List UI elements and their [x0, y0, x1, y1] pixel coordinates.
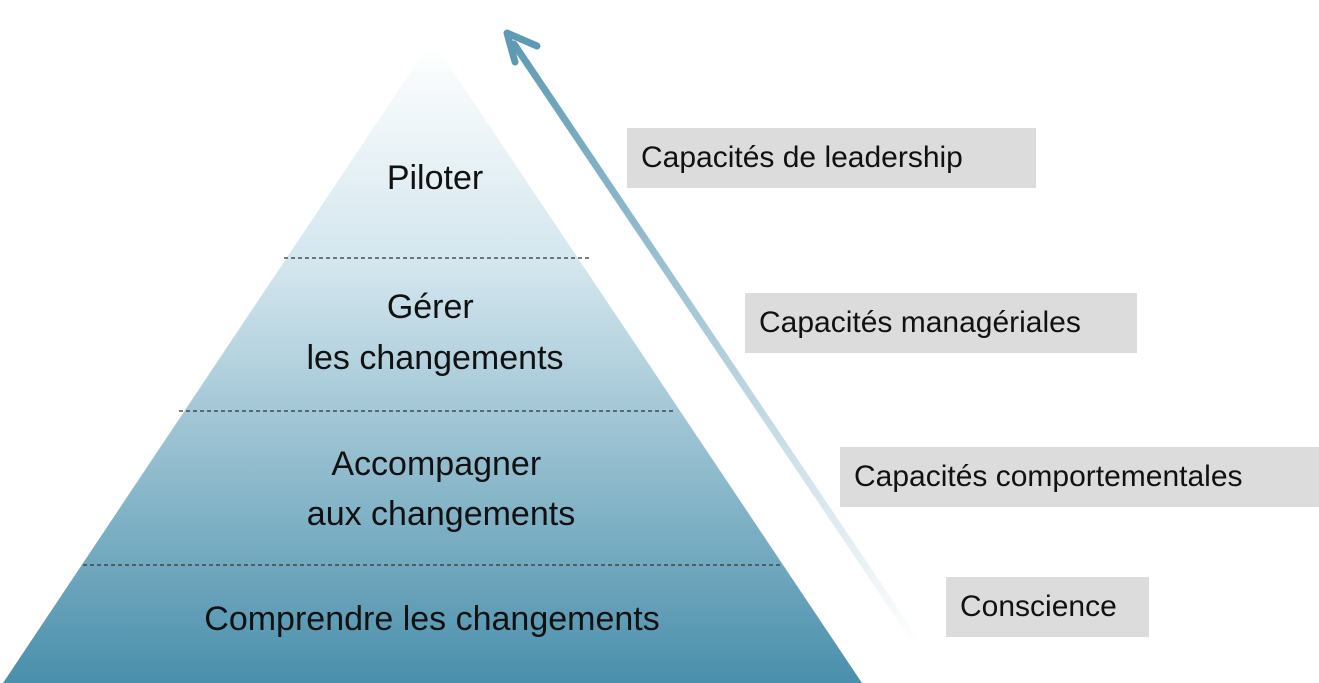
capability-leadership: Capacités de leadership: [627, 128, 1036, 188]
level-label-line: Gérer: [387, 288, 474, 326]
level-label-line: Piloter: [387, 159, 483, 197]
capability-behavioral: Capacités comportementales: [840, 447, 1319, 507]
level-label-line: aux changements: [307, 495, 575, 533]
level-label-accompagner: Accompagner aux changements: [307, 445, 575, 533]
level-label-line: les changements: [306, 339, 563, 377]
level-label-comprendre: Comprendre les changements: [204, 600, 659, 638]
level-label-piloter: Piloter: [387, 159, 483, 197]
progression-arrow-shaft: [510, 40, 921, 647]
capability-awareness: Conscience: [946, 577, 1149, 637]
level-label-line: Comprendre les changements: [204, 600, 659, 638]
level-label-line: Accompagner: [331, 445, 541, 483]
pyramid-shape: [3, 40, 862, 683]
progression-arrow-head: [503, 29, 541, 66]
capability-managerial: Capacités managériales: [745, 293, 1137, 353]
level-label-gerer: Gérer les changements: [306, 288, 563, 377]
